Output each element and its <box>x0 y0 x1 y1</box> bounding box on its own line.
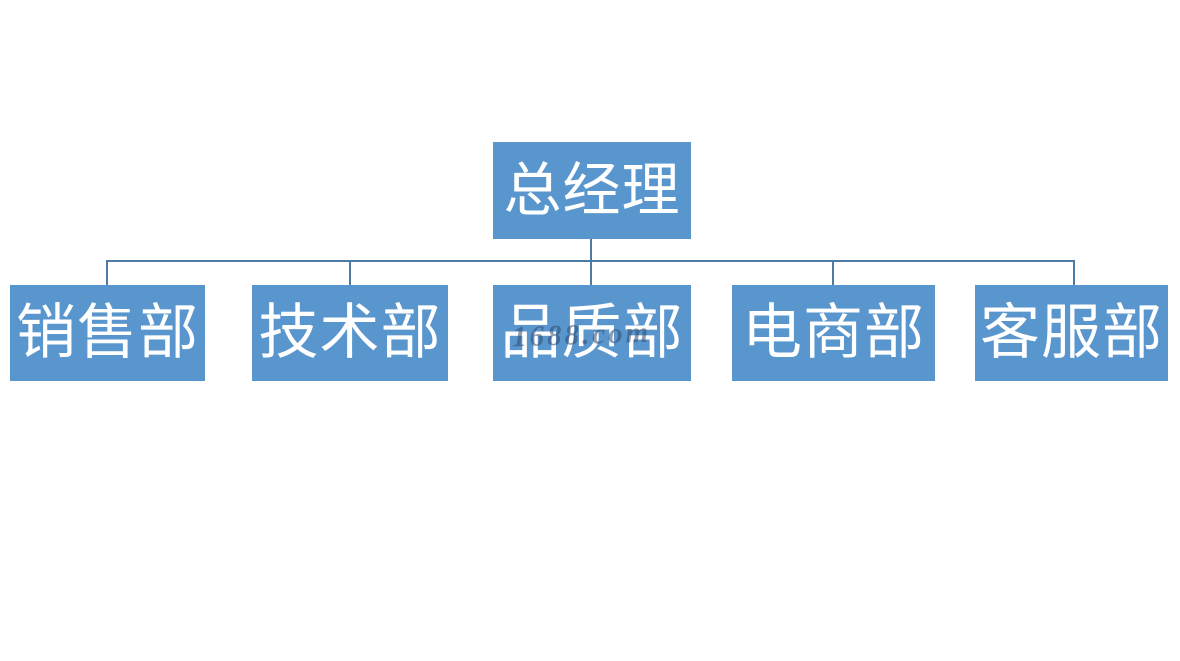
connector-drop-ecommerce <box>832 260 834 286</box>
connector-drop-quality <box>590 260 592 286</box>
connector-drop-technology <box>349 260 351 286</box>
org-node-ecommerce-dept: 电商部 <box>732 285 935 381</box>
org-node-technology-dept: 技术部 <box>252 285 448 381</box>
connector-root-stem <box>590 239 592 261</box>
org-node-sales-dept: 销售部 <box>10 285 205 381</box>
org-node-customer-service-dept: 客服部 <box>975 285 1168 381</box>
connector-drop-sales <box>106 260 108 286</box>
org-node-general-manager: 总经理 <box>493 142 691 239</box>
org-node-quality-dept: 品质部 <box>493 285 691 381</box>
connector-drop-customer-service <box>1073 260 1075 286</box>
